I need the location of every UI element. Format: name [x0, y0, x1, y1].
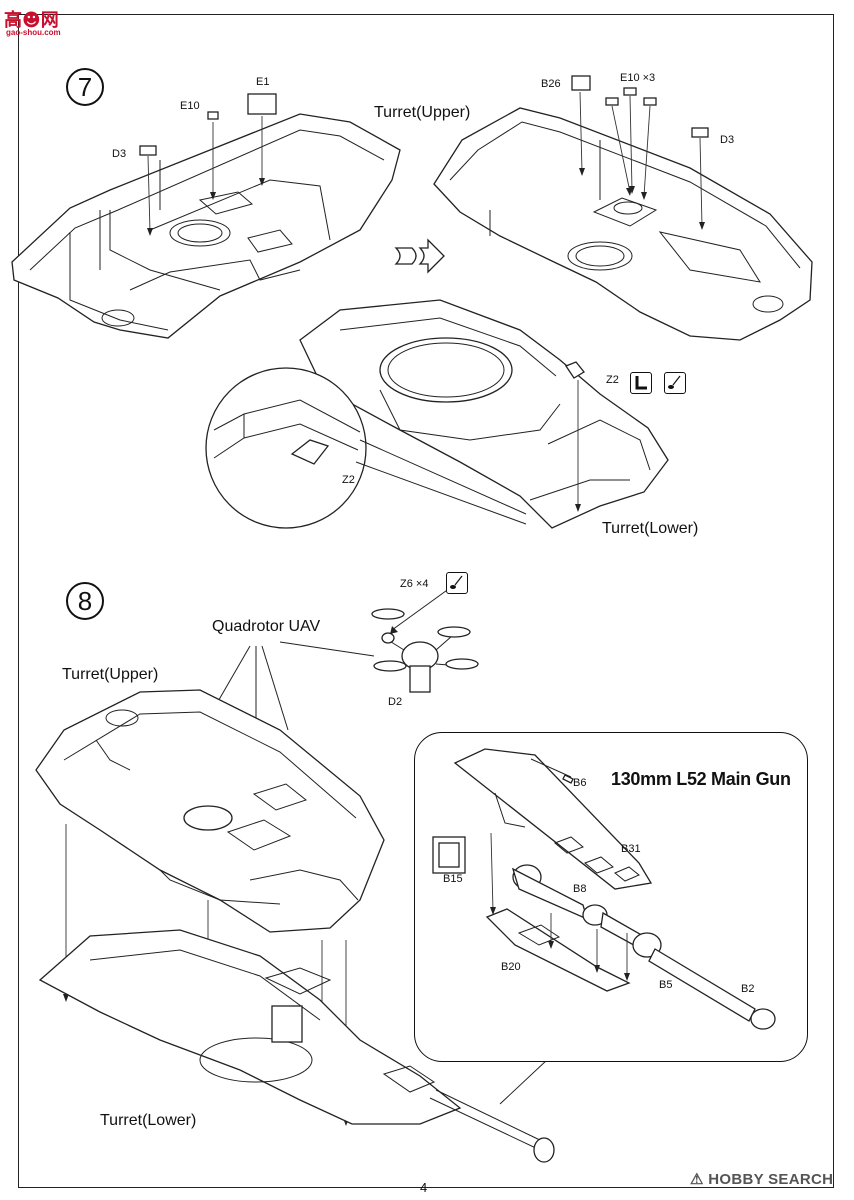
bubble-tail: [499, 1058, 590, 1105]
part-label-d2: D2: [388, 696, 403, 708]
turret-lower-drawing: [299, 299, 669, 529]
part-label-b26: B26: [541, 78, 561, 90]
part-label-b31: B31: [621, 843, 641, 855]
part-label-b6: B6: [573, 777, 587, 789]
turret-upper-left-drawing: [11, 93, 401, 339]
turret-lower-step8-drawing: [38, 929, 555, 1163]
paint-brush-icon: [446, 572, 468, 594]
part-label-b15: B15: [443, 873, 463, 885]
direction-arrow-drawing: [394, 238, 445, 274]
site-logo: 高☻网 gao-shou.com: [4, 6, 72, 40]
logo-text: 高☻网: [4, 10, 59, 31]
part-label-z2-detail: Z2: [342, 474, 355, 486]
turret-upper-label-step7: Turret(Upper): [374, 104, 471, 121]
quadrotor-uav-label: Quadrotor UAV: [212, 618, 321, 635]
part-label-d3-right: D3: [720, 134, 735, 146]
hobby-search-watermark: ⚠ HOBBY SEARCH: [690, 1171, 834, 1188]
part-label-z2: Z2: [606, 374, 619, 386]
turret-upper-label-step8: Turret(Upper): [62, 666, 159, 683]
uav-drawing: [371, 587, 479, 693]
step7-right-arrows: [579, 91, 705, 230]
part-label-b2: B2: [741, 983, 755, 995]
paint-brush-icon: [664, 372, 686, 394]
part-label-z6x4: Z6 ×4: [400, 578, 429, 590]
part-label-d3-left: D3: [112, 148, 127, 160]
part-label-e10x3: E10 ×3: [620, 72, 656, 84]
part-label-b8: B8: [573, 883, 587, 895]
main-gun-callout: 130mm L52 Main Gun B6 B31 B15 B8 B20 B5 …: [414, 732, 808, 1062]
z2-detail-circle: [205, 367, 527, 529]
part-label-b20: B20: [501, 961, 521, 973]
step-number-8: 8: [66, 582, 104, 620]
part-label-b5: B5: [659, 979, 673, 991]
step7-z2-arrow: [575, 380, 581, 512]
part-label-e1: E1: [256, 76, 270, 88]
logo-url: gao-shou.com: [6, 28, 61, 37]
main-gun-title: 130mm L52 Main Gun: [611, 769, 791, 789]
main-gun-drawing: [432, 748, 776, 1030]
step7-left-arrows: [147, 116, 265, 236]
turret-upper-right-drawing: [433, 75, 813, 341]
turret-lower-label-step7: Turret(Lower): [602, 520, 699, 537]
page-frame: [18, 14, 834, 1188]
step-number-7: 7: [66, 68, 104, 106]
cement-icon: [630, 372, 652, 394]
part-label-e10: E10: [180, 100, 200, 112]
turret-upper-step8-drawing: [35, 689, 385, 933]
page-number: 4: [420, 1180, 428, 1195]
turret-lower-label-step8: Turret(Lower): [100, 1112, 197, 1129]
